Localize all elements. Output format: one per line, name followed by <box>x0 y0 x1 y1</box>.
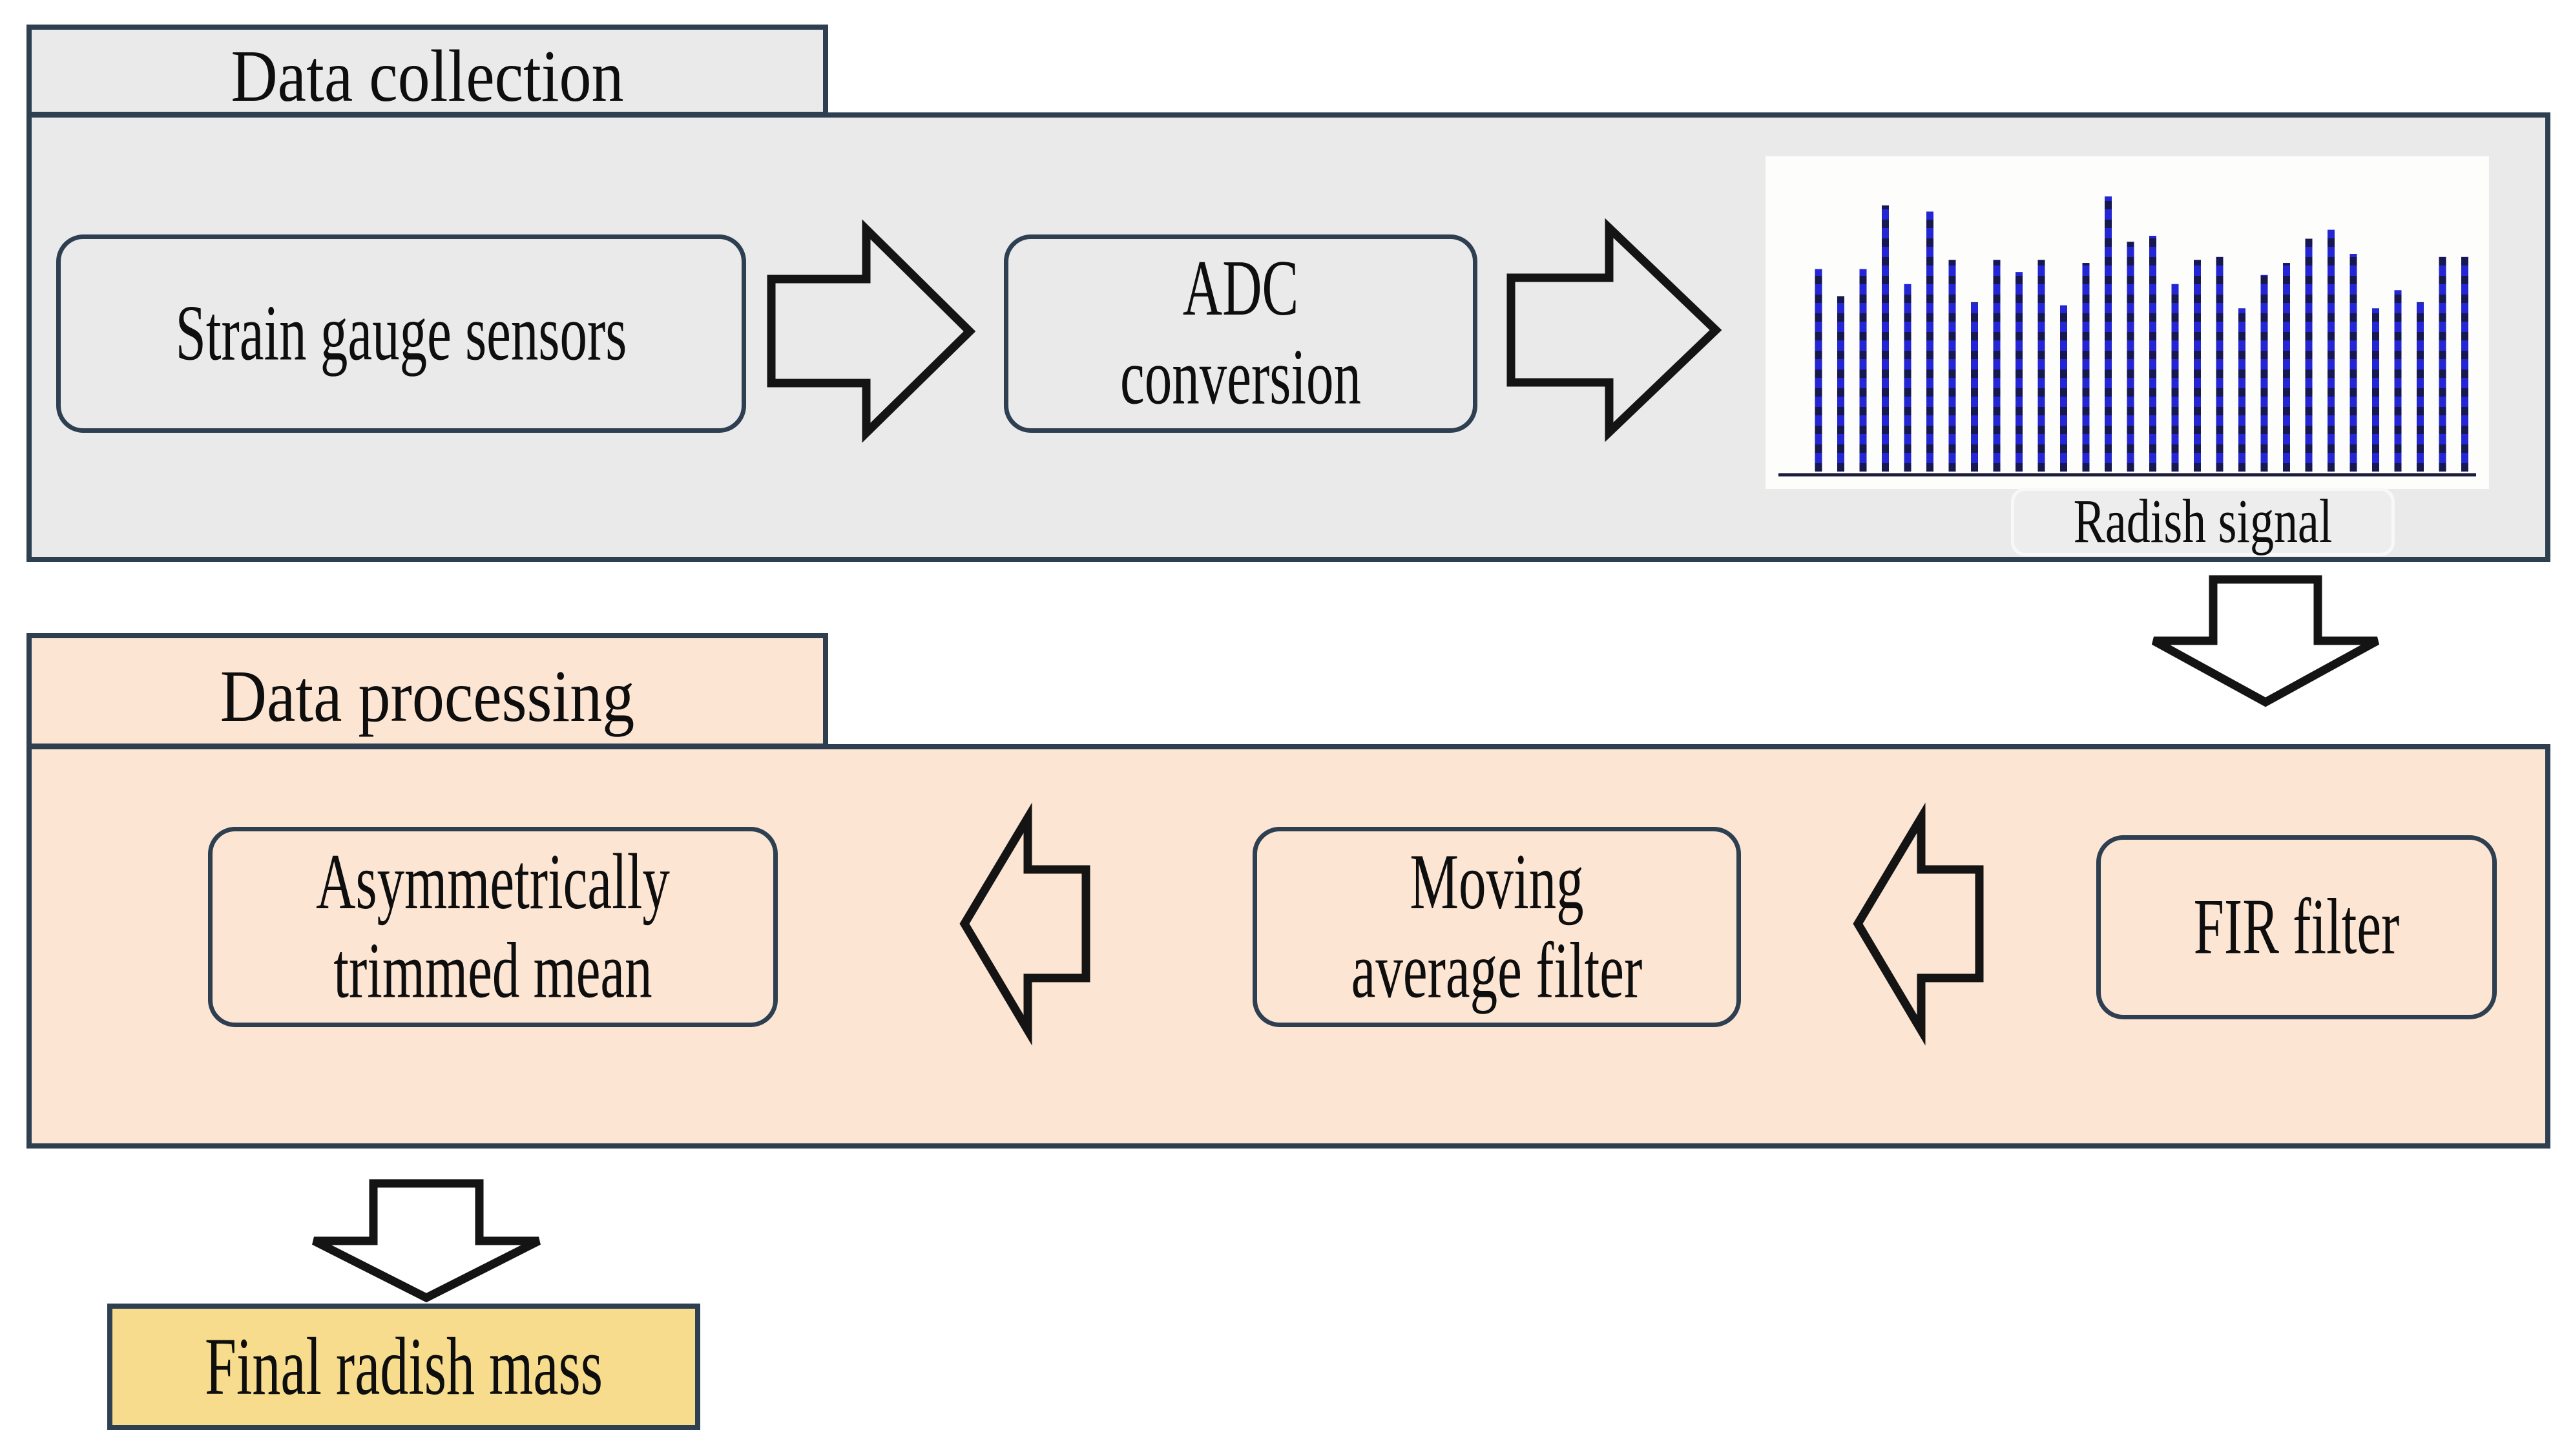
final-radish-mass-box: Final radish mass <box>107 1304 700 1430</box>
radish-signal-caption-chip: Radish signal <box>2011 487 2395 556</box>
adc-conversion-box: ADC conversion <box>1004 234 1477 433</box>
fir-filter-box: FIR filter <box>2096 835 2497 1019</box>
stem-plot <box>1778 196 2476 477</box>
moving-average-filter-label: Moving average filter <box>1351 837 1643 1015</box>
arrow-left-icon <box>1853 802 1984 1046</box>
strain-gauge-sensors-box: Strain gauge sensors <box>56 234 746 433</box>
data-collection-tab: Data collection <box>26 25 828 117</box>
arrow-down-icon <box>2151 575 2380 707</box>
trimmed-mean-label: Asymmetrically trimmed mean <box>316 837 670 1015</box>
radish-signal-chart <box>1766 156 2489 489</box>
arrow-left-icon <box>959 802 1090 1046</box>
trimmed-mean-box: Asymmetrically trimmed mean <box>208 827 778 1027</box>
data-collection-title: Data collection <box>231 34 624 118</box>
data-processing-title: Data processing <box>220 654 635 738</box>
arrow-right-icon <box>1506 218 1722 442</box>
fir-filter-label: FIR filter <box>2193 882 2400 971</box>
strain-gauge-sensors-label: Strain gauge sensors <box>175 289 627 377</box>
adc-conversion-label: ADC conversion <box>1120 244 1361 422</box>
final-radish-mass-label: Final radish mass <box>205 1321 603 1413</box>
data-processing-tab: Data processing <box>26 633 828 749</box>
moving-average-filter-box: Moving average filter <box>1253 827 1741 1027</box>
arrow-down-icon <box>311 1179 541 1303</box>
arrow-right-icon <box>767 219 976 443</box>
radish-signal-caption: Radish signal <box>2073 487 2333 556</box>
